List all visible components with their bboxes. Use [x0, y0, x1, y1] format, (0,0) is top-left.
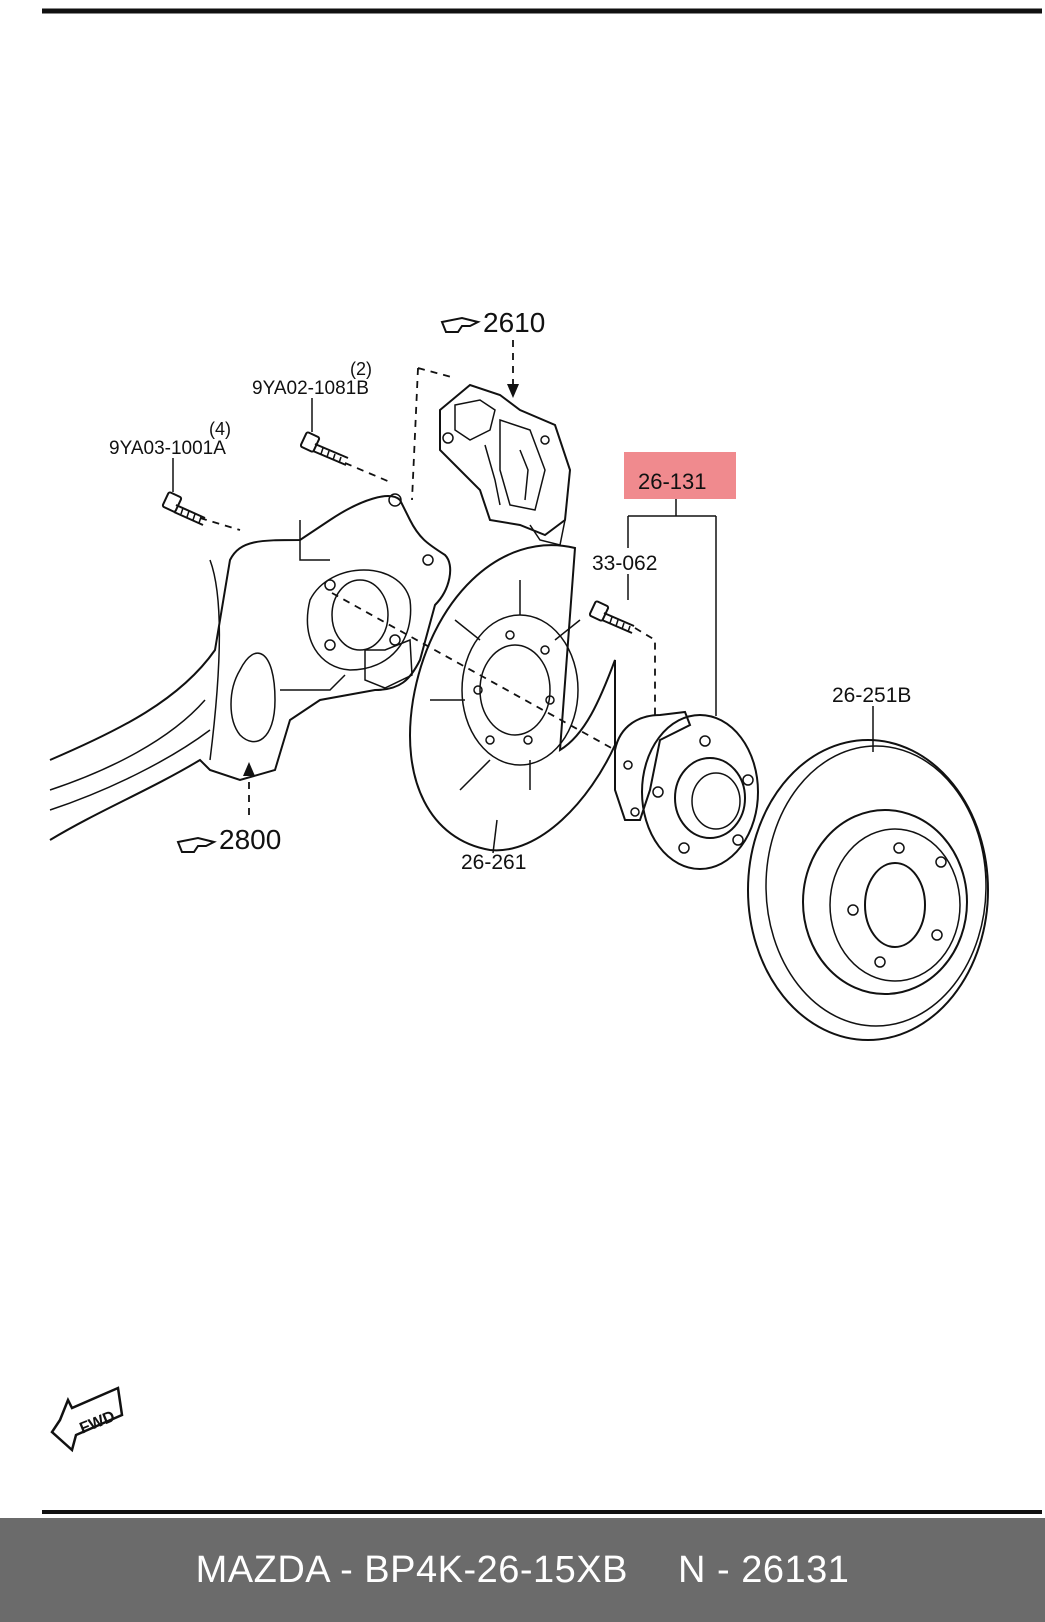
bolt-9ya02 [299, 431, 349, 466]
hub-callout-highlight [624, 452, 736, 499]
assembly-lines [199, 340, 656, 815]
brake-disc-drawing [747, 739, 989, 1041]
pointing-hand-icon [176, 836, 217, 853]
bolt-b-part-label: 9YA03-1001A [109, 438, 226, 459]
knuckle-drawing [49, 493, 452, 841]
bolt-b-qty-label: (4) [209, 419, 231, 439]
bolt-a-qty-label: (2) [350, 359, 372, 379]
brake-disc-label: 26-251B [832, 684, 911, 707]
hub-assembly-label: 26-131 [638, 469, 707, 494]
part-number: MAZDA - BP4K-26-15XB [195, 1548, 628, 1591]
dust-shield-drawing [409, 544, 616, 852]
part-footer: MAZDA - BP4K-26-15XB N - 26131 [0, 1518, 1045, 1622]
knuckle-ref-label: 2800 [219, 824, 281, 855]
hub-bolt-label: 33-062 [592, 552, 657, 575]
knuckle-arrow-icon [243, 762, 255, 776]
caliper-ref-label: 2610 [483, 307, 545, 338]
bolt-9ya03 [161, 491, 206, 526]
bolt-a-part-label: 9YA02-1081B [252, 378, 369, 399]
fwd-arrow-icon: FWD [50, 1386, 124, 1453]
leader-lines [172, 398, 874, 854]
caliper-drawing [439, 383, 572, 546]
hub-bolt-drawing [588, 600, 635, 634]
caliper-arrow-icon [507, 384, 519, 398]
dust-shield-label: 26-261 [461, 851, 526, 874]
ref-number: N - 26131 [678, 1548, 850, 1591]
hub-assembly-drawing [614, 710, 759, 870]
pointing-hand-icon [440, 316, 481, 333]
